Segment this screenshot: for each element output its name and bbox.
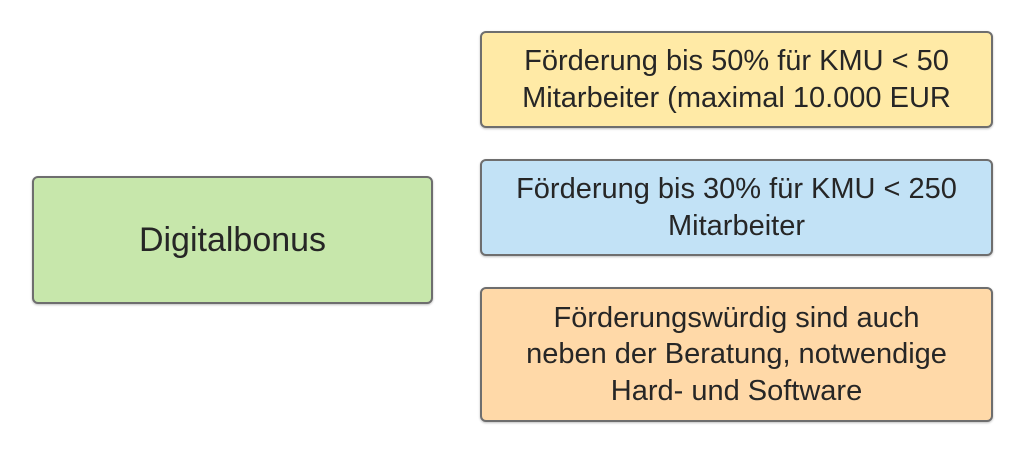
eligible-items-label: Förderungswürdig sind auch neben der Ber… xyxy=(526,302,947,407)
funding-30-percent-node: Förderung bis 30% für KMU < 250 Mitarbei… xyxy=(480,159,993,256)
funding-50-percent-label: Förderung bis 50% für KMU < 50 Mitarbeit… xyxy=(522,45,951,114)
digitalbonus-label: Digitalbonus xyxy=(138,220,327,259)
digitalbonus-node: Digitalbonus xyxy=(32,176,433,304)
funding-50-percent-node: Förderung bis 50% für KMU < 50 Mitarbeit… xyxy=(480,31,993,128)
funding-30-percent-label: Förderung bis 30% für KMU < 250 Mitarbei… xyxy=(516,173,957,242)
eligible-items-node: Förderungswürdig sind auch neben der Ber… xyxy=(480,287,993,422)
